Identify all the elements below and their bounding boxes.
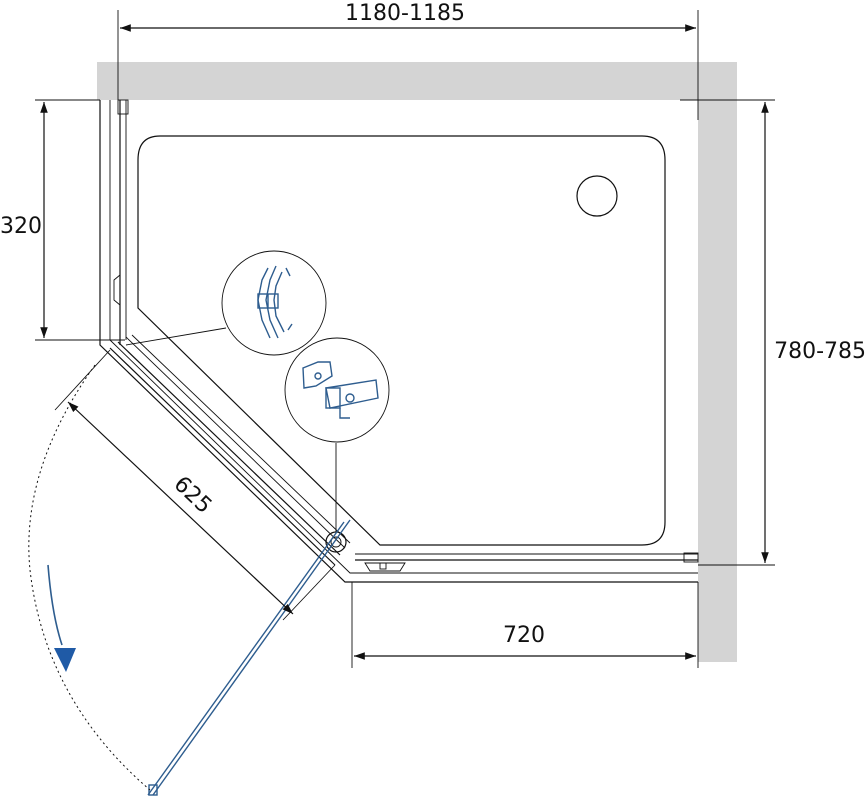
dim-width-total-label: 1180-1185 — [345, 1, 465, 26]
swing-direction-arrow-line — [47, 564, 63, 646]
detail-profile-icon — [257, 265, 293, 339]
swing-direction-arrow-icon — [54, 648, 76, 672]
diagonal-panel-outer — [109, 347, 336, 566]
detail-profile-callout — [221, 250, 327, 356]
dim-bottom-side-label: 720 — [503, 623, 545, 648]
open-door-glass — [152, 519, 351, 796]
open-door-glass-edge — [147, 521, 345, 796]
drain-icon — [576, 175, 618, 217]
detail-hinge-icon — [302, 361, 379, 419]
bottom-handle — [364, 562, 406, 572]
tray-basin — [137, 135, 666, 546]
detail-hinge-callout — [284, 337, 390, 443]
dim-diag-line — [67, 401, 294, 615]
right-wall — [698, 62, 737, 662]
hinge-pivot-inner — [330, 536, 342, 548]
open-door-handle — [148, 784, 158, 796]
left-wall-profile — [117, 99, 129, 115]
callout-leader-1 — [125, 327, 227, 346]
door-swing-arc — [28, 364, 151, 791]
bottom-wall-profile — [683, 552, 699, 563]
diagonal-panel-glass — [131, 334, 351, 544]
left-handle — [113, 274, 121, 306]
dim-left-side-label: 320 — [0, 214, 42, 239]
back-wall — [97, 62, 737, 100]
dim-door-panel-label: 625 — [169, 472, 217, 519]
diagonal-panel-mid — [117, 341, 341, 556]
bottom-handle-knob — [379, 562, 387, 570]
diagonal-panel-inner — [125, 336, 346, 549]
dim-depth-total-label: 780-785 — [774, 339, 866, 364]
dim-diag-ext-top — [54, 349, 111, 411]
